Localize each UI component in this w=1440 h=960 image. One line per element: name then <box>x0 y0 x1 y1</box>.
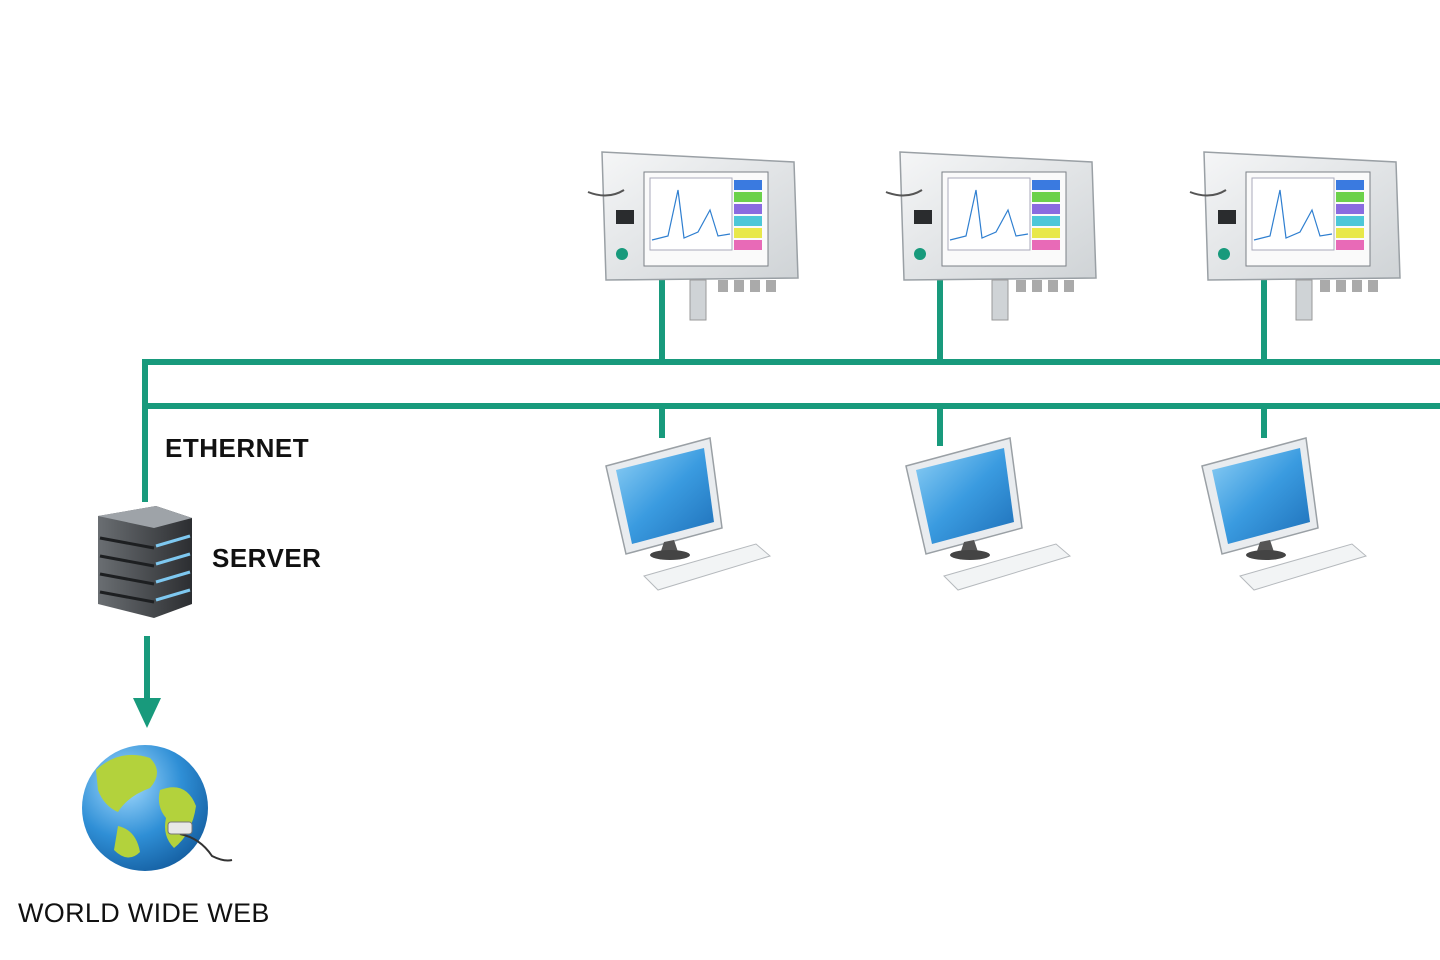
data-logger-2 <box>885 151 1097 321</box>
desktop-computer-3 <box>1201 437 1368 591</box>
desktop-computer-2 <box>905 437 1072 591</box>
server-to-web-arrowhead <box>133 698 161 728</box>
data-logger-1 <box>587 151 799 321</box>
desktop-computer-icon <box>905 437 1072 591</box>
server-label: SERVER <box>212 543 322 573</box>
ethernet-label: ETHERNET <box>165 433 310 463</box>
world-wide-web-label: WORLD WIDE WEB <box>18 898 270 928</box>
server-icon <box>98 506 192 618</box>
data-logger-icon <box>587 151 799 321</box>
desktop-computer-1 <box>605 437 772 591</box>
data-logger-icon <box>885 151 1097 321</box>
desktop-computer-icon <box>605 437 772 591</box>
globe-icon <box>82 745 233 871</box>
ethernet-lines <box>142 276 1440 700</box>
data-logger-icon <box>1189 151 1401 321</box>
data-logger-3 <box>1189 151 1401 321</box>
desktop-computer-icon <box>1201 437 1368 591</box>
